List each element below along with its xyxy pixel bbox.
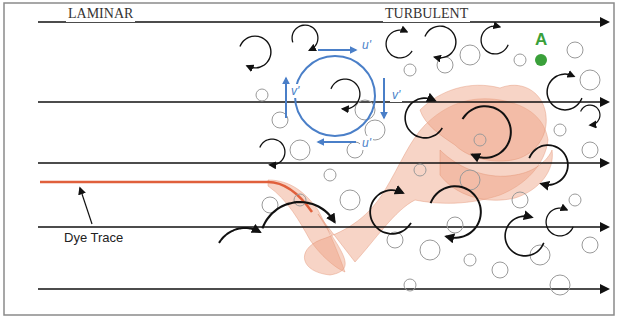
leader-line: [80, 188, 92, 224]
dye-trace-line: [40, 182, 312, 212]
dye-trace-label: Dye Trace: [62, 230, 125, 245]
frame: [4, 3, 614, 315]
small-eddies: [256, 42, 600, 295]
velocity-label: v': [390, 88, 402, 102]
velocity-label: u': [360, 38, 373, 52]
point-marker: [535, 54, 547, 66]
velocity-label: u': [360, 136, 373, 150]
eddies: [219, 25, 600, 256]
point-label: A: [533, 30, 549, 49]
region-label: TURBULENT: [383, 6, 470, 22]
region-label: LAMINAR: [66, 6, 135, 22]
fluctuation-eddy: [286, 50, 384, 142]
velocity-label: v': [289, 84, 301, 98]
streamlines: [38, 22, 608, 289]
dye-plume: [268, 85, 552, 275]
